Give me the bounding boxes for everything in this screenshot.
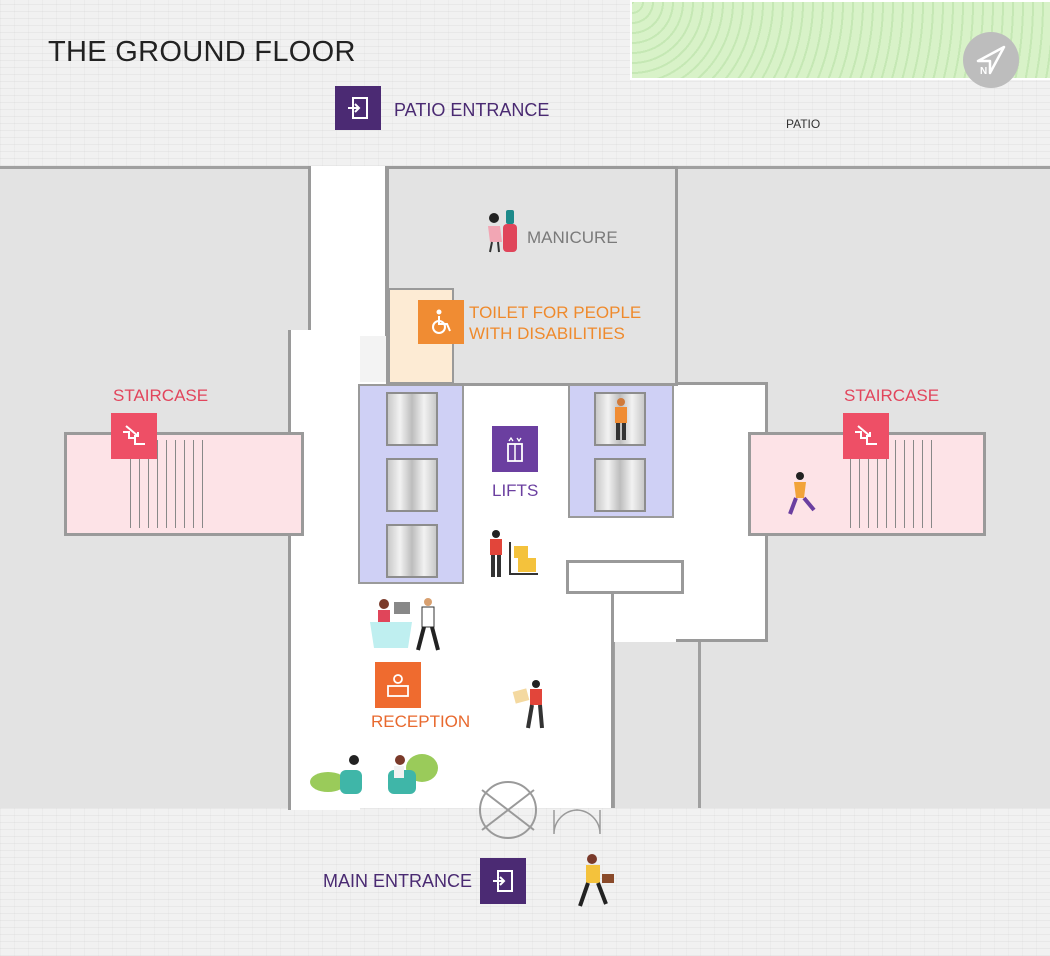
reception-desk-illustration (370, 598, 440, 651)
staircase-left-label: STAIRCASE (113, 386, 209, 405)
lift-door-3[interactable] (386, 524, 438, 578)
main-entrance-label: MAIN ENTRANCE (323, 871, 473, 891)
compass-letter: N (980, 66, 988, 77)
wing-bottom-right (612, 642, 698, 808)
patio-label: PATIO (786, 117, 821, 131)
toilet-label-line1: TOILET FOR PEOPLE (469, 303, 642, 322)
patio-entrance-icon[interactable] (335, 86, 381, 130)
patio-entrance-label: PATIO ENTRANCE (394, 100, 550, 120)
side-door[interactable] (552, 808, 602, 836)
staircase-right-label: STAIRCASE (844, 386, 940, 405)
lift-person-illustration (615, 398, 627, 440)
reception-desk-icon[interactable] (375, 662, 421, 708)
elevator-icon[interactable] (492, 426, 538, 472)
lift-door-1[interactable] (386, 392, 438, 446)
main-entrance-icon[interactable] (480, 858, 526, 904)
manicure-label: MANICURE (527, 228, 618, 247)
lift-door-5[interactable] (594, 458, 646, 512)
north-arrow-icon[interactable] (963, 32, 1019, 88)
wing-bottom-far-right (698, 642, 1050, 808)
lifts-label: LIFTS (492, 481, 539, 500)
stairs-icon-left[interactable] (111, 413, 157, 459)
corridor-north (308, 166, 388, 336)
stairs-icon-right[interactable] (843, 413, 889, 459)
walking-businessman-illustration (578, 854, 614, 907)
wheelchair-icon[interactable] (418, 300, 464, 344)
reception-label: RECEPTION (371, 712, 471, 731)
revolving-door[interactable] (470, 780, 546, 840)
storage-room (566, 560, 684, 594)
manicure-illustration (488, 210, 517, 253)
lift-door-2[interactable] (386, 458, 438, 512)
toilet-label-line2: WITH DISABILITIES (469, 324, 625, 343)
package-person-illustration (512, 680, 544, 729)
lounge-illustration (310, 754, 438, 794)
page-title: THE GROUND FLOOR (48, 36, 356, 68)
delivery-person-illustration (490, 530, 538, 577)
running-person-illustration (788, 472, 816, 515)
